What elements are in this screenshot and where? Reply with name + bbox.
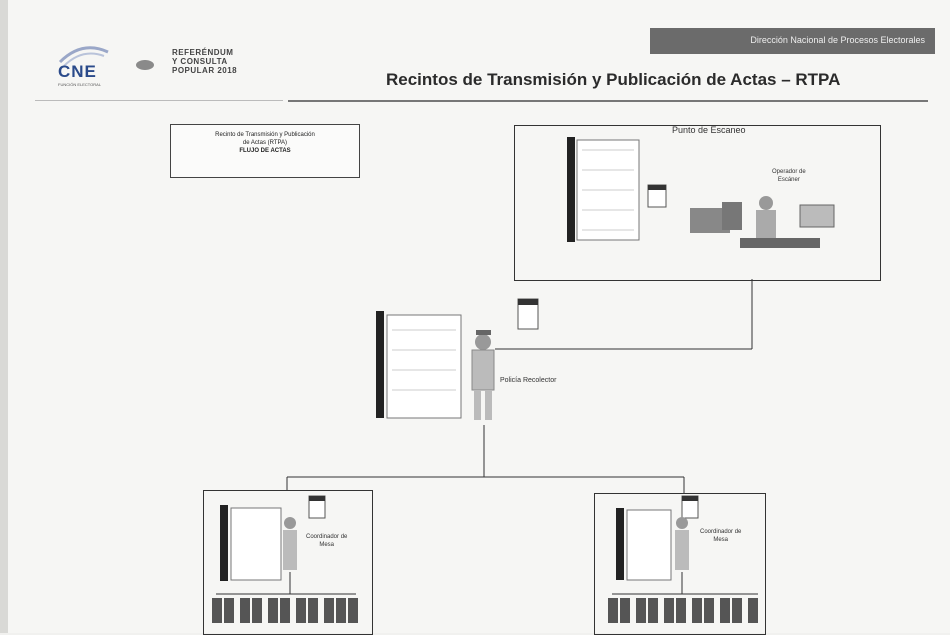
right-table-box (594, 493, 766, 635)
logo-divider (35, 100, 283, 101)
left-coordinator-label: Coordinador de Mesa (306, 533, 347, 549)
right-voters-icons (608, 598, 758, 623)
logo-text: CNE (58, 62, 97, 81)
referendum-title: REFERÉNDUM Y CONSULTA POPULAR 2018 (172, 48, 237, 75)
title-divider (288, 100, 928, 102)
scan-point-label: Punto de Escaneo (672, 125, 746, 135)
logo-subtitle: FUNCIÓN ELECTORAL (58, 82, 102, 87)
scanner-operator-line-1: Operador de (772, 169, 806, 175)
police-head-icon (475, 334, 491, 350)
right-coordinator-label: Coordinador de Mesa (700, 528, 741, 544)
right-document-spine (616, 508, 624, 580)
scan-document-spine (567, 137, 575, 242)
scanner-operator-label: Operador de Escáner (772, 168, 806, 184)
referendum-line-2: Y CONSULTA (172, 57, 228, 66)
left-coordinator-head-icon (284, 517, 296, 529)
scanner-icon (799, 204, 835, 228)
department-name: Dirección Nacional de Procesos Electoral… (750, 35, 925, 45)
desk-icon (740, 238, 820, 248)
legend-line-2: de Actas (RTPA) (242, 140, 288, 146)
referendum-line-3: POPULAR 2018 (172, 66, 238, 75)
left-document-spine (220, 505, 228, 581)
left-voters-icons (212, 598, 358, 623)
right-document-page (626, 509, 672, 581)
scanner-operator-line-2: Escáner (777, 177, 800, 183)
collector-label: Policía Recolector (500, 377, 557, 384)
operator-body-icon (756, 210, 776, 240)
left-table-box (203, 490, 373, 635)
page-shadow (0, 0, 8, 633)
right-coordinator-body-icon (675, 530, 689, 570)
right-coordinator-line-2: Mesa (713, 537, 729, 543)
left-document-page (230, 507, 282, 581)
page-title: Recintos de Transmisión y Publicación de… (386, 70, 841, 89)
right-coordinator-head-icon (676, 517, 688, 529)
scan-point-box (514, 125, 881, 281)
legend-line-1: Recinto de Transmisión y Publicación (215, 132, 315, 138)
legend-line-3: FLUJO DE ACTAS (239, 148, 291, 154)
left-coordinator-line-1: Coordinador de (306, 534, 348, 540)
legend-box: Recinto de Transmisión y Publicación de … (170, 124, 360, 178)
left-coordinator-body-icon (283, 530, 297, 570)
right-coordinator-line-1: Coordinador de (700, 529, 742, 535)
department-band: Dirección Nacional de Procesos Electoral… (650, 28, 935, 54)
left-coordinator-line-2: Mesa (319, 542, 335, 548)
cne-logo (58, 46, 109, 67)
collector-document-page (386, 314, 462, 419)
operator-head-icon (759, 196, 773, 210)
ecuador-shield-icon (136, 60, 154, 70)
computer-icon (722, 202, 742, 230)
police-body-icon (471, 349, 495, 391)
referendum-line-1: REFERÉNDUM (172, 48, 234, 57)
collector-document-spine (376, 311, 384, 418)
